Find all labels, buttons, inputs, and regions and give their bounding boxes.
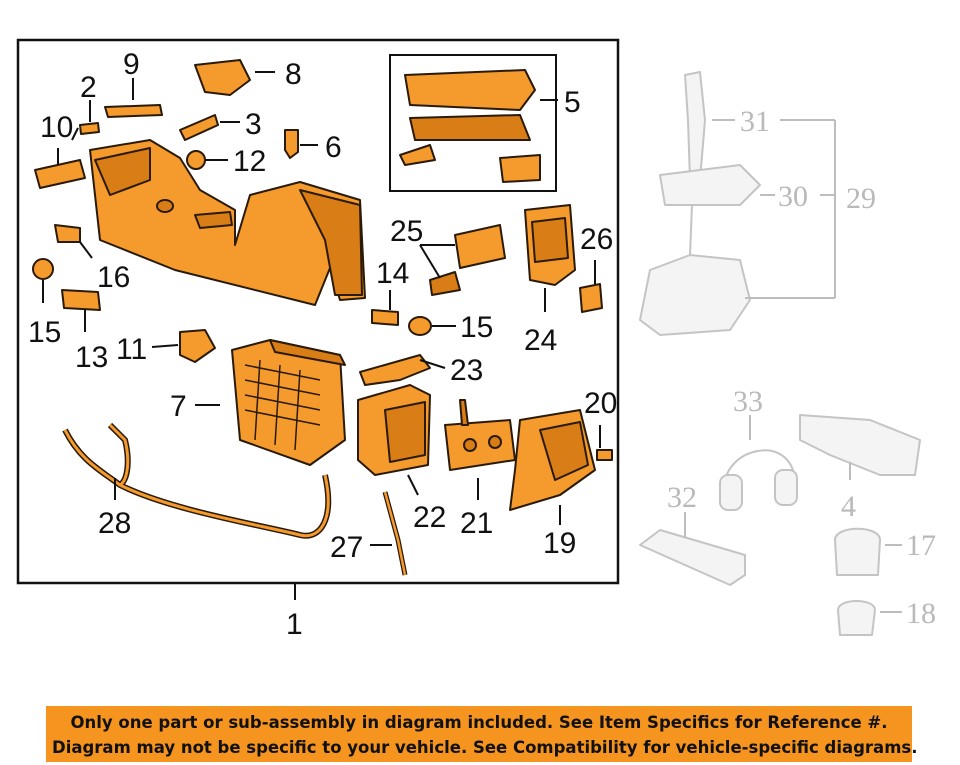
plug-14 <box>371 309 399 326</box>
label-33: 33 <box>733 385 763 418</box>
outlet-13 <box>61 289 101 311</box>
label-16: 16 <box>97 261 130 294</box>
bracket-22 <box>357 384 431 476</box>
label-9: 9 <box>123 48 140 81</box>
label-18: 18 <box>906 597 936 630</box>
control-module-21 <box>444 399 516 471</box>
label-23: 23 <box>450 354 483 387</box>
cover-11 <box>179 329 216 363</box>
harness-28-fill <box>63 423 330 538</box>
label-22: 22 <box>413 501 446 534</box>
label-32: 32 <box>667 481 697 514</box>
disclaimer-banner: Only one part or sub-assembly in diagram… <box>46 706 918 762</box>
grommet-12 <box>186 150 206 170</box>
socket-16 <box>54 224 81 243</box>
handle-2 <box>34 159 86 189</box>
panel-24 <box>524 204 576 286</box>
disclaimer-line-1: Only one part or sub-assembly in diagram… <box>70 713 888 732</box>
storage-bin <box>231 339 346 466</box>
label-25: 25 <box>390 215 423 248</box>
label-13: 13 <box>75 341 108 374</box>
assembly-frame <box>16 38 620 585</box>
label-5: 5 <box>564 86 581 119</box>
ghost-cup-17 <box>834 527 881 576</box>
label-15a: 15 <box>28 316 61 349</box>
label-12: 12 <box>233 145 266 178</box>
label-2: 2 <box>80 71 97 104</box>
switch-25 <box>429 224 506 296</box>
label-31: 31 <box>740 105 770 138</box>
pad-9 <box>104 104 163 118</box>
label-29: 29 <box>846 182 876 215</box>
leaders <box>42 71 601 546</box>
ghost-remote-32 <box>639 529 746 586</box>
label-14: 14 <box>376 257 409 290</box>
pin-6 <box>284 129 299 159</box>
cap-15a <box>32 258 54 280</box>
label-11: 11 <box>116 333 147 366</box>
console-body <box>89 139 366 306</box>
label-27: 27 <box>330 531 363 564</box>
label-28: 28 <box>98 507 131 540</box>
switch-10 <box>79 122 100 135</box>
label-19: 19 <box>543 527 576 560</box>
side-panel-19 <box>509 409 596 511</box>
cup-8 <box>194 59 251 96</box>
label-10: 10 <box>40 111 73 144</box>
label-24: 24 <box>524 324 557 357</box>
ghost-leaders <box>684 119 902 613</box>
ghost-shifter-assembly <box>639 71 761 336</box>
label-15b: 15 <box>460 311 493 344</box>
part-26 <box>579 283 603 313</box>
ghost-headphones-33 <box>719 449 798 511</box>
disclaimer-line-2: Diagram may not be specific to your vehi… <box>52 738 918 757</box>
ghost-cup-18 <box>837 600 876 636</box>
label-20: 20 <box>584 387 617 420</box>
cable-27-fill <box>383 491 407 576</box>
label-1: 1 <box>286 608 303 641</box>
label-26: 26 <box>580 223 613 256</box>
armrest-subassembly-frame <box>389 54 557 192</box>
part-23 <box>359 354 431 386</box>
label-6: 6 <box>325 131 342 164</box>
label-3: 3 <box>245 108 262 141</box>
label-17: 17 <box>906 529 936 562</box>
label-21: 21 <box>460 507 493 540</box>
ghost-module-4 <box>799 414 921 476</box>
armrest-5 <box>399 69 541 183</box>
label-30: 30 <box>778 180 808 213</box>
label-4: 4 <box>841 490 856 523</box>
label-8: 8 <box>285 58 302 91</box>
cap-15b <box>408 316 432 336</box>
clip-3 <box>179 114 219 141</box>
fastener-20 <box>596 449 613 461</box>
label-7: 7 <box>170 390 187 423</box>
